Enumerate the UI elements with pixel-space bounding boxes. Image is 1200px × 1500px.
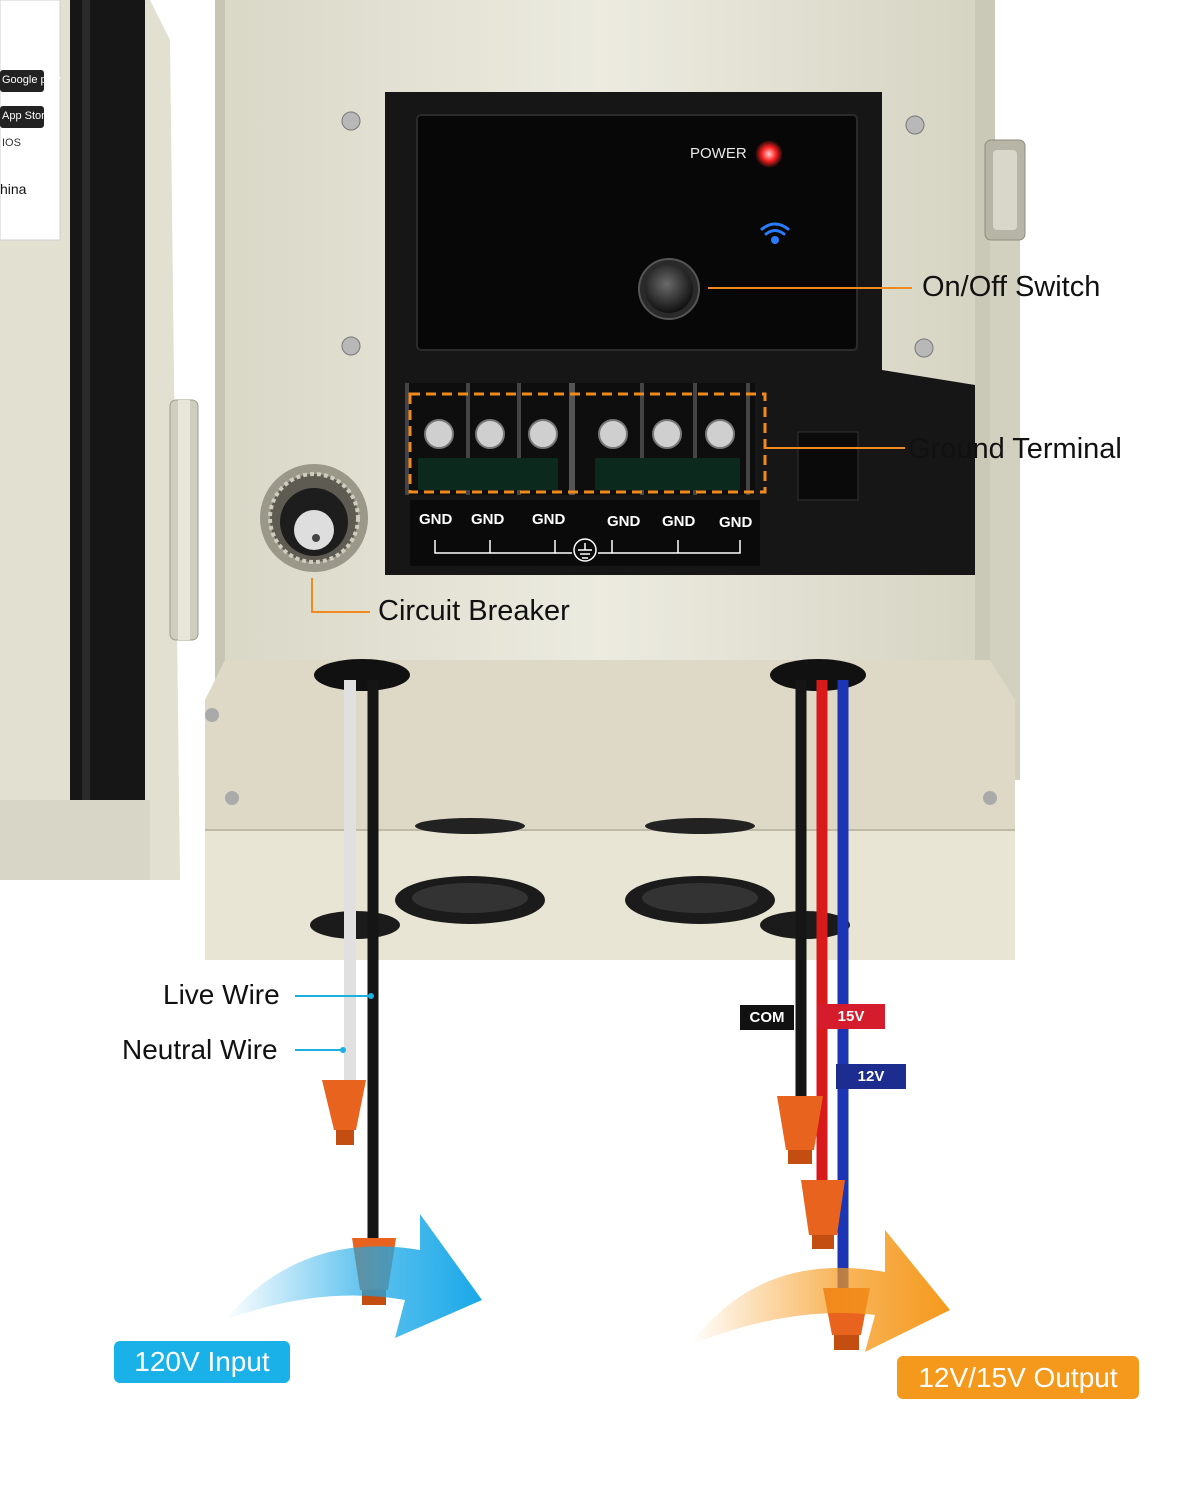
neutral-wire-label: Neutral Wire	[122, 1034, 278, 1065]
power-label: POWER	[690, 145, 747, 162]
12v-tag: 12V	[836, 1064, 906, 1089]
terminal-screws	[424, 419, 735, 449]
gnd-label: GND	[607, 513, 641, 530]
screw-icon	[341, 336, 361, 356]
screw-icon	[914, 338, 934, 358]
screw-icon	[905, 115, 925, 135]
power-button-icon	[645, 265, 693, 313]
arrow-icon	[225, 1214, 950, 1352]
power-led-icon	[755, 140, 783, 168]
app-store-badge: App Store	[2, 110, 51, 122]
gnd-label: GND	[419, 511, 453, 528]
15v-tag: 15V	[817, 1004, 885, 1029]
google-play-badge: Google play	[2, 74, 61, 86]
hinge	[169, 399, 199, 641]
gnd-label: GND	[662, 513, 696, 530]
ground-terminal-label: Ground Terminal	[908, 433, 1122, 465]
gnd-label: GND	[532, 511, 566, 528]
circuit-breaker	[260, 464, 368, 572]
gnd-label: GND	[471, 511, 505, 528]
on-off-switch-label: On/Off Switch	[922, 271, 1101, 303]
input-pill: 120V Input	[114, 1341, 290, 1383]
wifi-icon	[760, 222, 790, 244]
circuit-breaker-label: Circuit Breaker	[378, 595, 570, 627]
door	[0, 0, 180, 880]
callout-lines	[295, 287, 912, 1053]
input-wires	[344, 680, 379, 1240]
com-tag: COM	[740, 1005, 794, 1030]
output-pill: 12V/15V Output	[897, 1356, 1139, 1399]
screw-icon	[205, 708, 219, 722]
screw-icon	[225, 791, 239, 805]
ios-label: IOS	[2, 137, 21, 149]
gnd-label: GND	[719, 514, 753, 531]
screw-icon	[341, 111, 361, 131]
ground-symbol-icon	[573, 538, 597, 562]
live-wire-label: Live Wire	[163, 979, 280, 1010]
sticker-text: hina	[0, 181, 27, 197]
screw-icon	[983, 791, 997, 805]
control-panel	[341, 92, 975, 575]
